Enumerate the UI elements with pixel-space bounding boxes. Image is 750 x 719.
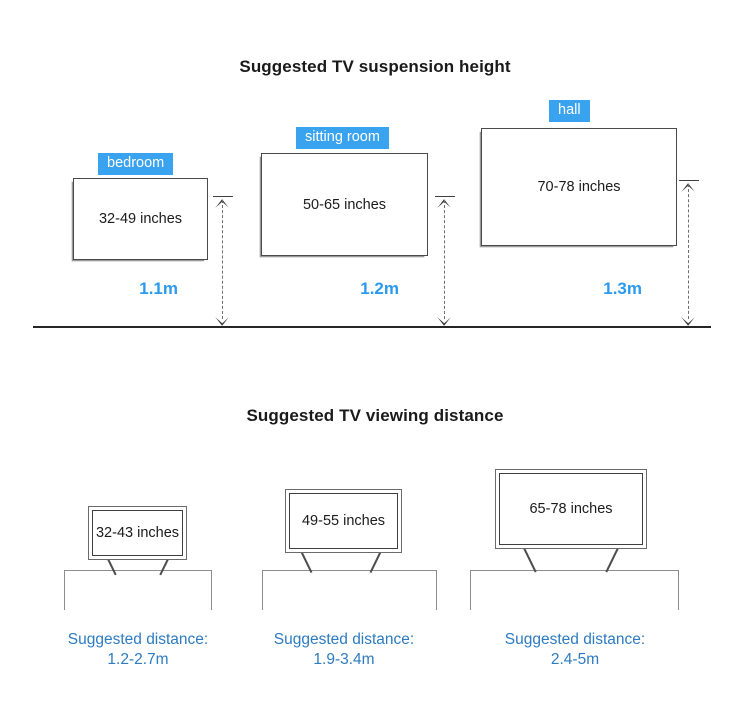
suspension-height-hall: 1.3m (603, 279, 642, 298)
dimension-line-hall (678, 180, 700, 326)
wall-tv-sitting-room-size: 50-65 inches (302, 196, 387, 213)
viewing-distance-caption-medium: Suggested distance: 1.9-3.4m (273, 631, 415, 669)
stand-tv-large-size: 65-78 inches (529, 501, 613, 517)
room-badge-bedroom: bedroom (98, 153, 174, 175)
viewing-section-title: Suggested TV viewing distance (246, 406, 504, 425)
room-badge-hall: hall (549, 100, 590, 122)
wall-tv-hall: 70-78 inches (481, 128, 677, 246)
suspension-height-sitting-room: 1.2m (360, 279, 399, 298)
dimension-cap-icon (679, 180, 699, 181)
tv-console-large (470, 570, 679, 610)
suspension-section-title: Suggested TV suspension height (239, 57, 511, 76)
stand-tv-small: 32-43 inches (88, 506, 187, 560)
dimension-stem (444, 200, 446, 319)
stand-tv-medium-screen (289, 493, 398, 549)
tv-console-medium (262, 570, 437, 610)
stand-tv-large: 65-78 inches (495, 469, 647, 549)
wall-tv-bedroom-size: 32-49 inches (98, 211, 183, 227)
tv-leg-left (522, 545, 537, 573)
dimension-stem (222, 200, 224, 319)
wall-tv-sitting-room: 50-65 inches (261, 153, 428, 256)
stand-tv-small-screen (92, 510, 183, 556)
viewing-distance-caption-small: Suggested distance: 1.2-2.7m (67, 631, 209, 669)
stand-tv-medium: 49-55 inches (285, 489, 402, 553)
dimension-line-sitting-room (434, 196, 456, 326)
tv-console-small (64, 570, 212, 610)
stand-tv-medium-size: 49-55 inches (301, 513, 386, 529)
dimension-stem (688, 184, 690, 319)
stand-tv-small-size: 32-43 inches (95, 525, 180, 541)
tv-leg-right (605, 545, 620, 573)
viewing-distance-caption-large: Suggested distance: 2.4-5m (504, 631, 646, 669)
room-badge-sitting-room: sitting room (296, 127, 389, 149)
dimension-cap-icon (213, 196, 233, 197)
wall-tv-hall-size: 70-78 inches (537, 179, 621, 195)
dimension-line-bedroom (212, 196, 234, 326)
wall-tv-bedroom: 32-49 inches (73, 178, 208, 260)
dimension-cap-icon (435, 196, 455, 197)
ground-line (33, 326, 711, 328)
stand-tv-large-screen (499, 473, 643, 545)
suspension-height-bedroom: 1.1m (139, 279, 178, 298)
